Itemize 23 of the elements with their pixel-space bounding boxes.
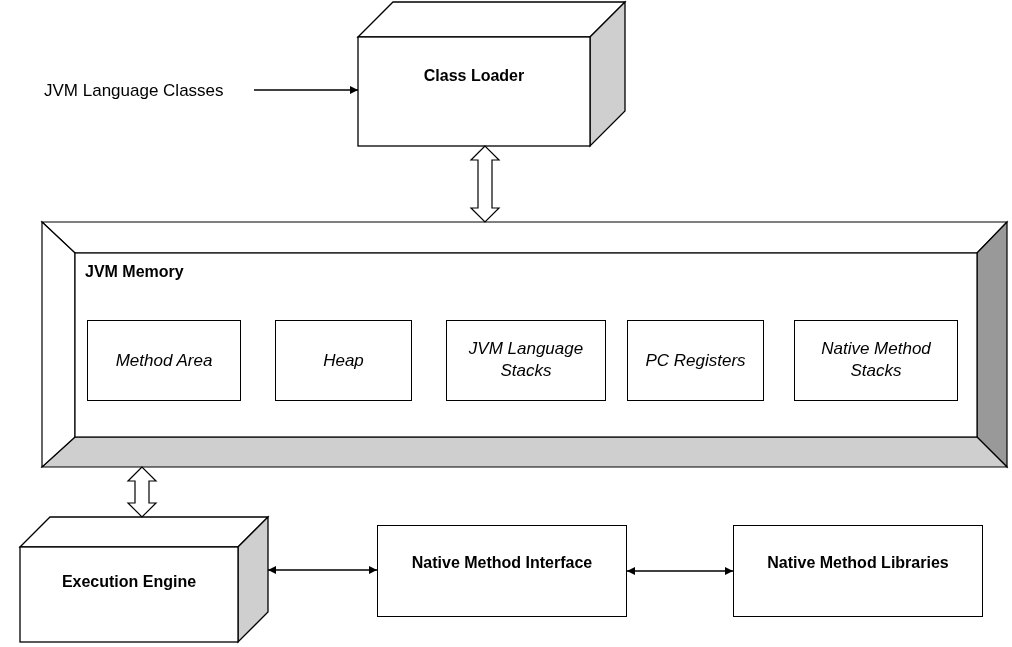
- memory-area-box: [627, 320, 764, 401]
- double-arrow: [267, 566, 378, 574]
- memory-area-box: [446, 320, 606, 401]
- component-label: Execution Engine: [60, 572, 198, 592]
- module-box: [733, 525, 983, 617]
- component-label: Class Loader: [422, 66, 526, 86]
- component-label: JVM Language Stacks: [467, 337, 585, 383]
- double-arrow: [626, 567, 734, 575]
- component-label: Native Method Stacks: [820, 337, 932, 383]
- component-label: Native Method Interface: [410, 553, 594, 573]
- input-label: JVM Language Classes: [44, 80, 225, 102]
- arrow: [253, 86, 359, 94]
- component-label: Method Area: [114, 349, 214, 372]
- component-label: PC Registers: [644, 349, 747, 372]
- module-box: [377, 525, 627, 617]
- memory-area-box: [794, 320, 958, 401]
- memory-area-box: [275, 320, 412, 401]
- block-arrow: [126, 466, 158, 518]
- panel-heading: JVM Memory: [85, 262, 184, 282]
- memory-area-box: [87, 320, 241, 401]
- component-label: Native Method Libraries: [766, 553, 950, 573]
- block-arrow: [469, 145, 501, 223]
- component-label: Heap: [322, 349, 365, 372]
